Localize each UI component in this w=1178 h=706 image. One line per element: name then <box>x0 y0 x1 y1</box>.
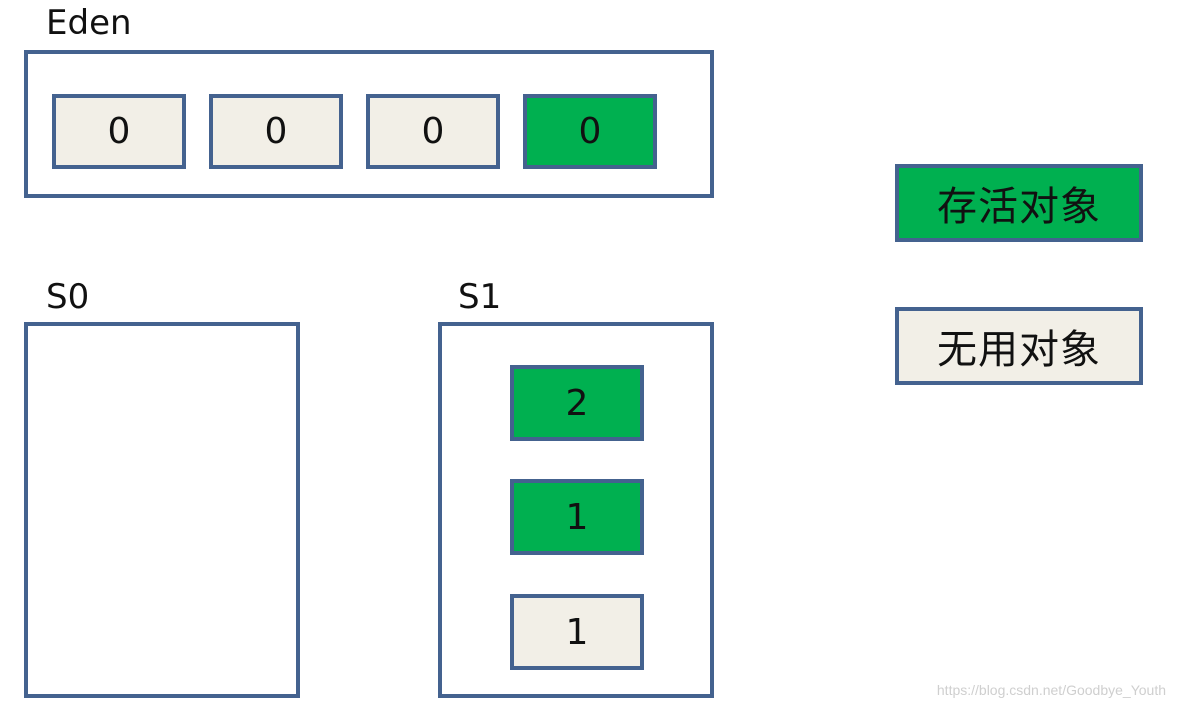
eden-cell-2: 0 <box>209 94 343 169</box>
legend-garbage-object: 无用对象 <box>895 307 1143 385</box>
s1-label: S1 <box>458 277 502 317</box>
eden-cell-4: 0 <box>523 94 657 169</box>
s0-label: S0 <box>46 277 90 317</box>
legend-alive-object: 存活对象 <box>895 164 1143 242</box>
s1-cell-2: 1 <box>510 479 644 555</box>
eden-cell-3: 0 <box>366 94 500 169</box>
s1-cell-1: 2 <box>510 365 644 441</box>
s0-region <box>24 322 300 698</box>
s1-cell-3: 1 <box>510 594 644 670</box>
watermark: https://blog.csdn.net/Goodbye_Youth <box>936 682 1166 698</box>
eden-cell-1: 0 <box>52 94 186 169</box>
eden-label: Eden <box>46 3 132 43</box>
